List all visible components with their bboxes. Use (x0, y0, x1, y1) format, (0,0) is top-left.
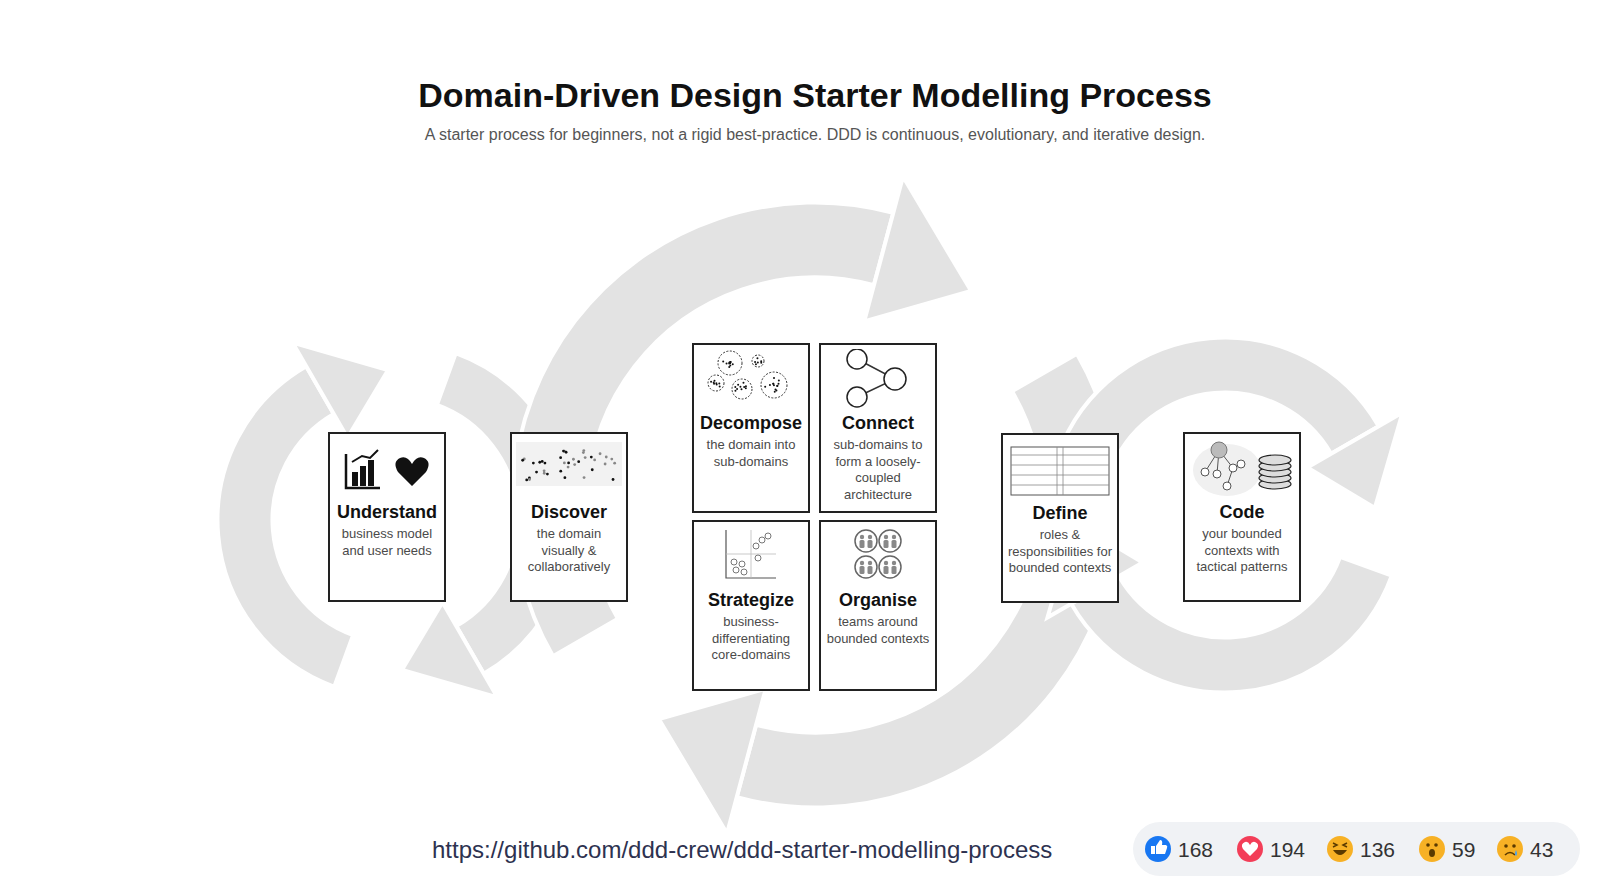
step-title: Organise (839, 590, 917, 611)
wow-count: 59 (1452, 838, 1475, 862)
sad-count: 43 (1530, 838, 1553, 862)
wow-icon (1419, 836, 1445, 862)
step-title: Decompose (700, 413, 802, 434)
step-description: roles & responsibilities for bounded con… (1007, 527, 1113, 577)
cycle-arrow-head (293, 342, 388, 437)
step-icon (823, 349, 933, 411)
define-step: Define roles & responsibilities for bound… (1001, 433, 1119, 603)
step-description: the domain into sub-domains (698, 437, 804, 470)
step-title: Understand (337, 502, 437, 523)
like-icon (1145, 836, 1171, 862)
cycle-arrow-head (864, 177, 971, 322)
step-icon (332, 438, 442, 500)
haha-icon (1327, 836, 1353, 862)
step-icon (1187, 438, 1297, 500)
step-icon (696, 349, 806, 411)
step-description: sub-domains to form a loosely-coupled ar… (825, 437, 931, 503)
step-description: teams around bounded contexts (825, 614, 931, 647)
reaction-pill (1133, 822, 1580, 876)
organise-step: Organise teams around bounded contexts (819, 520, 937, 691)
source-url: https://github.com/ddd-crew/ddd-starter-… (432, 838, 1052, 862)
cycle-arrow-head (659, 689, 766, 834)
haha-count: 136 (1360, 838, 1395, 862)
step-title: Connect (842, 413, 914, 434)
step-description: the domain visually & collaboratively (516, 526, 622, 576)
love-count: 194 (1270, 838, 1305, 862)
like-count: 168 (1178, 838, 1213, 862)
heart-icon (1237, 836, 1263, 862)
cycle-arrow-head (1307, 413, 1402, 508)
decompose-step: Decompose the domain into sub-domains (692, 343, 810, 513)
connect-step: Connect sub-domains to form a loosely-cou… (819, 343, 937, 513)
diagram-caption: A starter process for beginners, not a r… (30, 126, 1600, 144)
step-title: Strategize (708, 590, 794, 611)
step-description: business model and user needs (334, 526, 440, 559)
understand-step: Understand business model and user needs (328, 432, 446, 602)
sad-icon (1497, 836, 1523, 862)
discover-step: Discover the domain visually & collaborat… (510, 432, 628, 602)
step-description: business-differentiating core-domains (698, 614, 804, 664)
diagram-title: Domain-Driven Design Starter Modelling P… (30, 76, 1600, 115)
cycle-arrow-head (402, 602, 497, 697)
step-title: Define (1032, 503, 1087, 524)
step-icon (1005, 439, 1115, 501)
step-icon (514, 438, 624, 500)
step-icon (823, 526, 933, 588)
step-icon (696, 526, 806, 588)
step-title: Code (1220, 502, 1265, 523)
step-description: your bounded contexts with tactical patt… (1189, 526, 1295, 576)
strategize-step: Strategize business-differentiating core-… (692, 520, 810, 691)
code-step: Code your bounded contexts with tactical … (1183, 432, 1301, 602)
step-title: Discover (531, 502, 607, 523)
